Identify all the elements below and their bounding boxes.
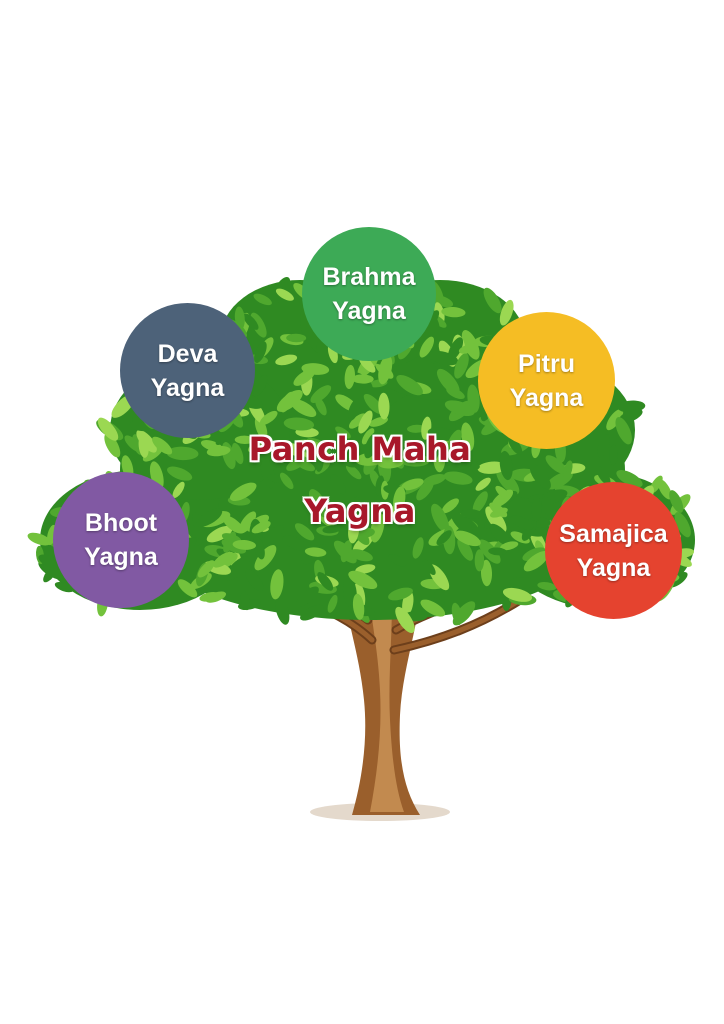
bhoot-yagna-label-line1: Bhoot	[84, 509, 158, 537]
pitru-yagna-label-line1: Pitru	[518, 349, 575, 378]
samajica-yagna-label-line1: Samajica	[559, 519, 668, 548]
bhoot-yagna-label-line2: Yagna	[84, 543, 158, 571]
brahma-yagna-label-line2: Yagna	[332, 297, 406, 325]
pitru-yagna-circle: Pitru Yagna	[478, 312, 615, 449]
deva-yagna-label-line2: Yagna	[150, 373, 225, 402]
diagram-title-line1: Panch Maha	[248, 430, 472, 468]
bhoot-yagna-circle: Bhoot Yagna	[53, 472, 189, 608]
brahma-yagna-circle: Brahma Yagna	[302, 227, 436, 361]
deva-yagna-circle: Deva Yagna	[120, 303, 255, 438]
samajica-yagna-label-line2: Yagna	[576, 553, 651, 582]
diagram-title-line2: Yagna	[304, 492, 416, 530]
deva-yagna-label-line1: Deva	[157, 339, 218, 368]
pitru-yagna-label-line2: Yagna	[509, 383, 584, 412]
brahma-yagna-label-line1: Brahma	[322, 263, 416, 291]
samajica-yagna-circle: Samajica Yagna	[545, 482, 682, 619]
